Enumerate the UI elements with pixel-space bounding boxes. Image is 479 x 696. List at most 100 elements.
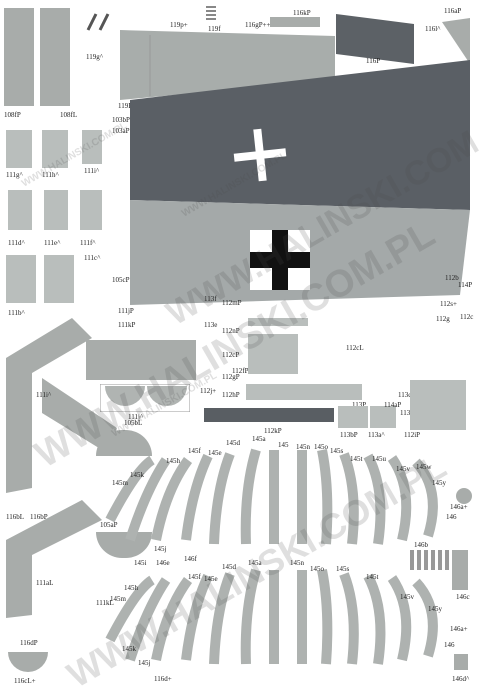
part-116p [336,14,414,64]
part-111h [42,130,68,168]
label-145a: 145a [252,435,266,443]
part-111b-left [6,255,36,303]
part-111i [82,130,102,164]
label-111kP: 111kP [118,321,136,329]
label-112b: 112b [445,274,459,282]
part-108fl [40,8,70,106]
label-111f: 111f^ [80,239,96,247]
label-112hP: 112hP [222,391,240,399]
ribs-upper-svg [105,448,438,545]
label-145: 145 [278,441,289,449]
label-145a-lower: 145a [248,559,262,567]
part-111f [80,190,102,230]
ribs-lower [96,560,456,670]
label-108fL: 108fL [60,111,78,119]
label-119f: 119f [208,25,221,33]
label-113d: 113d [400,409,414,417]
label-111c: 111c^ [84,254,101,262]
part-119f-stack [206,6,216,22]
label-145o-lower: 145o [310,565,324,573]
label-146: 146 [446,513,457,521]
label-111e: 111e^ [44,239,61,247]
part-111j [86,340,196,380]
label-112nP: 112nP [222,327,240,335]
label-145s-lower: 145s [336,565,350,573]
wing-assembly [120,60,470,310]
part-111j-arches [99,383,191,413]
label-105aP: 105aP [100,521,118,529]
label-116kp: 116kP [293,9,311,17]
label-116dP: 116dP [20,639,38,647]
label-145v: 145v [396,465,410,473]
label-111g: 111g^ [6,171,23,179]
label-116gpp: 116gP++ [245,21,271,29]
label-145y-lower: 145y [428,605,442,613]
label-113c: 113c [398,391,412,399]
label-145k-lower: 145k [122,645,136,653]
part-112kp [204,408,334,422]
label-111aL: 111aL [36,579,54,587]
label-114P: 114P [458,281,473,289]
label-103aP: 103aP [112,127,130,135]
part-111b-right [44,255,74,303]
label-112iP: 112iP [404,431,421,439]
label-116l: 116l^ [425,25,441,33]
part-111d [8,190,32,230]
label-113a: 113a^ [368,431,385,439]
label-146a: 146a+ [450,503,468,511]
label-112s: 112s+ [440,300,457,308]
label-116ap: 116aP [444,7,462,15]
part-146 [456,488,472,504]
label-111d: 111d^ [8,239,25,247]
part-116ap [440,18,472,66]
label-145f: 145f [188,447,201,455]
label-113f: 113f [204,295,217,303]
label-111jP: 111jP [118,307,134,315]
label-112c: 112c [460,313,474,321]
part-111g [6,130,32,168]
part-146d [454,654,468,670]
label-111i: 111i^ [84,167,100,175]
part-108fp [4,8,34,106]
label-145e: 145e [208,449,222,457]
part-116kp [270,17,320,27]
label-105bL: 105bL [124,419,143,427]
wing-svg [130,60,470,305]
label-145i: 145i [134,559,147,567]
label-108fP: 108fP [4,111,21,119]
label-103bP: 103bP [112,116,130,124]
label-112cL: 112cL [346,344,364,352]
label-116bL: 116bL [6,513,25,521]
part-146c [452,550,468,590]
label-145h-lower: 145h [124,584,138,592]
part-112a-strip [248,318,308,326]
label-119p: 119p+ [170,21,188,29]
label-112kP: 112kP [264,427,282,435]
label-113bL: 113bP [340,431,358,439]
label-114aP: 114aP [384,401,402,409]
label-145f-lower: 145f [188,573,201,581]
label-145k: 145k [130,471,144,479]
label-146d: 146d^ [452,675,470,683]
part-113b [338,406,368,428]
part-111e [44,190,68,230]
label-111h: 111h^ [42,171,59,179]
ribs-lower-svg [105,568,438,665]
label-145t-lower: 145t [366,573,379,581]
label-145o: 145o [314,443,328,451]
part-112c-strip [248,334,298,374]
label-116p: 116P [366,57,381,65]
label-145v-lower: 145v [400,593,414,601]
part-113p-strip [246,384,362,400]
label-145u: 145u [372,455,386,463]
label-145m: 145m [112,479,128,487]
part-111a-upper [2,318,122,498]
label-145n-lower: 145n [290,559,304,567]
label-146e: 146e [156,559,170,567]
label-145w: 145w [416,463,432,471]
top-small-parts [82,10,122,32]
part-116c [8,652,48,672]
label-113e: 113e [204,321,218,329]
part-113a [370,406,396,428]
label-145d-lower: 145d [222,563,236,571]
